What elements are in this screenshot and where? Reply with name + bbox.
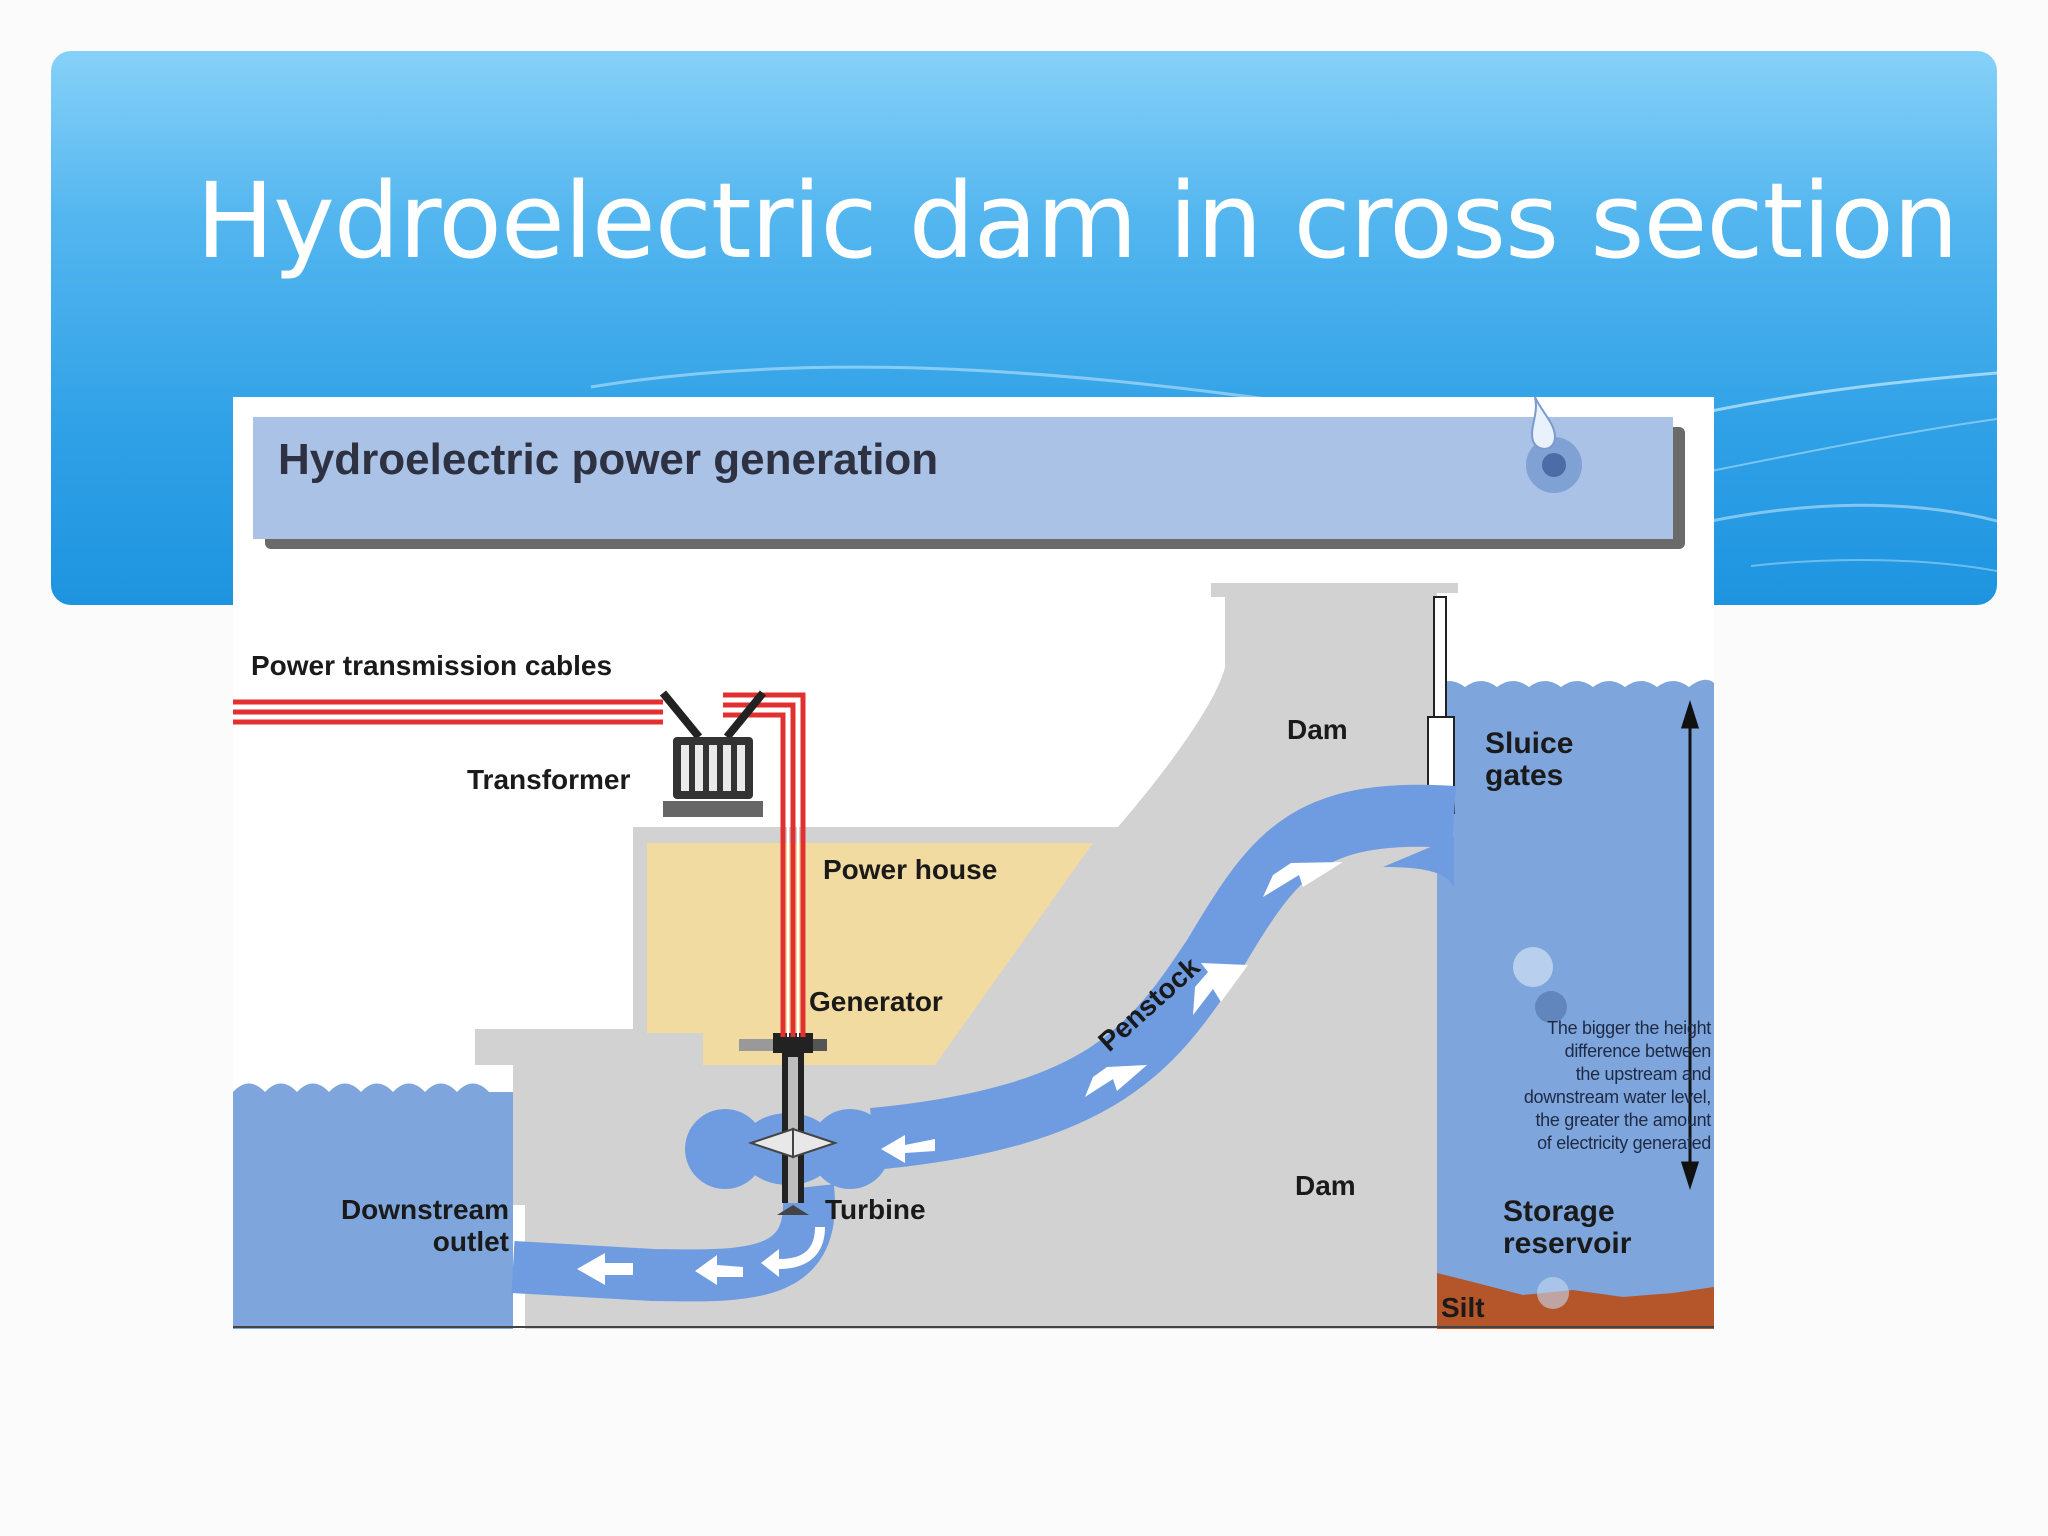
note-line: the upstream and xyxy=(1575,1064,1712,1084)
height-difference-note: The bigger the height difference between… xyxy=(1441,1017,1711,1155)
generator-end xyxy=(813,1039,827,1051)
label-power-house: Power house xyxy=(823,854,998,885)
flow-arrow-icon xyxy=(761,1227,825,1277)
label-sluice-gates-line1: Sluice xyxy=(1485,727,1574,760)
outflow-channel xyxy=(511,1184,835,1302)
flow-arrow-icon xyxy=(881,1135,935,1163)
label-downstream-outlet-line2: outlet xyxy=(432,1226,509,1257)
flow-arrow-icon xyxy=(695,1255,743,1285)
turbine-tip-icon xyxy=(777,1205,809,1215)
generator-icon xyxy=(773,1033,813,1053)
diagram-drawing xyxy=(233,397,1714,1329)
penstock-flow xyxy=(870,784,1457,1170)
generator-coupling xyxy=(739,1039,773,1051)
label-transformer: Transformer xyxy=(467,764,631,795)
power-house xyxy=(647,843,1093,1065)
turbine-housing-right xyxy=(810,1109,890,1189)
cable-gaps xyxy=(233,700,799,1037)
flow-arrow-icon xyxy=(577,1253,633,1285)
label-dam-upper: Dam xyxy=(1287,714,1348,745)
transformer-icon xyxy=(659,690,767,817)
downstream-water xyxy=(233,1083,513,1329)
label-turbine: Turbine xyxy=(825,1194,926,1225)
penstock-intake xyxy=(1383,837,1454,887)
power-cables xyxy=(233,692,806,1037)
note-line: The bigger the height xyxy=(1547,1018,1711,1038)
water-drop-icon xyxy=(1526,397,1582,493)
reservoir-water xyxy=(1433,679,1714,1329)
banner-wave-decoration xyxy=(590,365,1997,572)
label-power-transmission-cables: Power transmission cables xyxy=(251,650,613,681)
flow-arrows xyxy=(577,862,1343,1285)
label-storage-reservoir-line2: reservoir xyxy=(1503,1227,1632,1260)
label-dam-lower: Dam xyxy=(1295,1170,1356,1201)
height-arrow-icon xyxy=(1680,700,1700,1190)
flow-arrow-icon xyxy=(1085,1065,1147,1097)
label-storage-reservoir-line1: Storage xyxy=(1503,1195,1615,1228)
note-line: of electricity generated xyxy=(1537,1133,1711,1153)
hydroelectric-diagram: Hydroelectric power generation Power tra… xyxy=(233,397,1714,1329)
flow-arrow-icon xyxy=(1263,862,1343,897)
turbine-housing-left xyxy=(685,1109,765,1189)
note-line: difference between xyxy=(1564,1041,1712,1061)
silt-layer xyxy=(1433,1272,1714,1329)
flow-arrow-icon xyxy=(1193,963,1248,1015)
label-downstream-outlet-line1: Downstream xyxy=(340,1194,509,1225)
slide-title: Hydroelectric dam in cross section xyxy=(196,160,1959,282)
diagram-header-title: Hydroelectric power generation xyxy=(278,435,939,484)
label-sluice-gates-line2: gates xyxy=(1485,759,1564,792)
header-band xyxy=(253,417,1673,539)
note-line: the greater the amount xyxy=(1535,1110,1711,1130)
label-silt: Silt xyxy=(1441,1292,1485,1323)
note-line: downstream water level, xyxy=(1523,1087,1711,1107)
label-generator: Generator xyxy=(809,986,943,1017)
sluice-gate-rod xyxy=(1433,596,1447,728)
bubble-decoration xyxy=(1513,947,1569,1309)
turbine-blade-icon xyxy=(792,1127,839,1159)
